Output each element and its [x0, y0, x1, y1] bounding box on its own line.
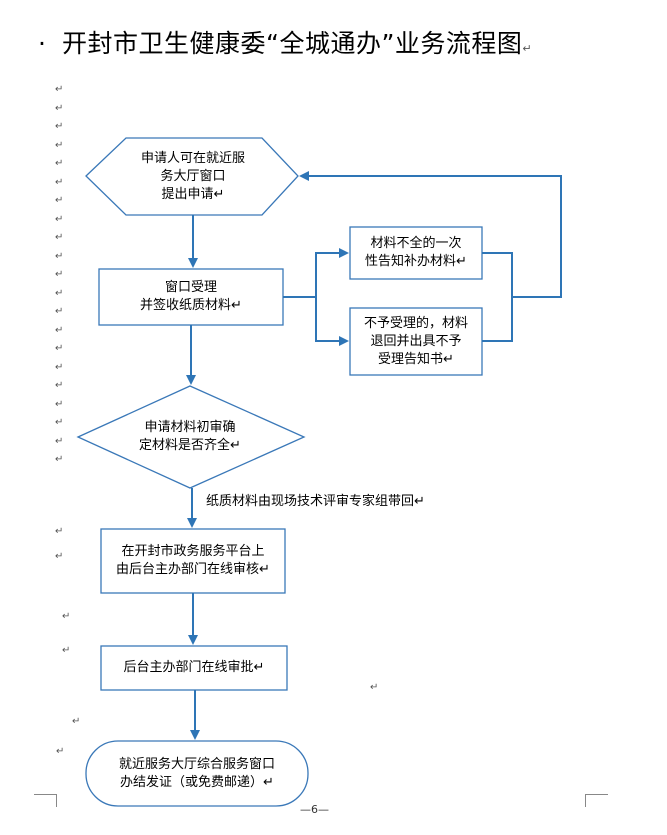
- page-title: · 开封市卫生健康委“全城通办”业务流程图↵: [38, 24, 532, 60]
- paragraph-mark: ↵: [55, 269, 64, 280]
- paragraph-mark: ↵: [55, 362, 64, 373]
- paragraph-mark: ↵: [62, 645, 71, 656]
- paragraph-mark: ↵: [55, 551, 64, 562]
- paragraph-mark: ↵: [55, 103, 64, 114]
- paper-return-note: 纸质材料由现场技术评审专家组带回↵: [206, 494, 425, 509]
- paragraph-mark: ↵: [55, 251, 64, 262]
- online-review-node-text: 在开封市政务服务平台上 由后台主办部门在线审核↵: [116, 544, 270, 577]
- paragraph-mark: ↵: [55, 214, 64, 225]
- paragraph-mark: ↵: [55, 454, 64, 465]
- paragraph-mark: ↵: [55, 436, 64, 447]
- review-diamond: [76, 385, 306, 489]
- paragraph-mark: ↵: [55, 325, 64, 336]
- loop-back-to-start: [299, 171, 562, 298]
- paragraph-mark: ↵: [55, 121, 64, 132]
- paragraph-mark: ↵: [55, 288, 64, 299]
- paragraph-mark: ↵: [55, 380, 64, 391]
- paragraph-mark: ↵: [370, 682, 379, 693]
- start-node-text: 申请人可在就近服 务大厅窗口 提出申请↵: [140, 151, 245, 202]
- review-node-text: 申请材料初审确 定材料是否齐全↵: [139, 420, 241, 453]
- paragraph-mark: ↵: [55, 417, 64, 428]
- paragraph-mark: ↵: [55, 158, 64, 169]
- page-corner-left: [34, 794, 57, 807]
- branch-to-incomplete: [283, 248, 349, 298]
- paragraph-mark: ↵: [55, 306, 64, 317]
- paragraph-mark: ↵: [62, 611, 71, 622]
- reject-box: [349, 307, 483, 376]
- paragraph-mark: ↵: [55, 177, 64, 188]
- paragraph-mark: ↵: [522, 42, 533, 55]
- paragraph-mark: ↵: [55, 526, 64, 537]
- issue-terminator: [85, 740, 309, 807]
- accept-node-text: 窗口受理 并签收纸质材料↵: [140, 280, 242, 313]
- page-number: —6—: [300, 803, 329, 816]
- paragraph-mark: ↵: [55, 399, 64, 410]
- start-hexagon: [85, 137, 299, 216]
- approve-box: [100, 645, 288, 691]
- title-bullet: ·: [38, 29, 47, 58]
- page-corner-right: [585, 794, 608, 807]
- paragraph-mark: ↵: [55, 232, 64, 243]
- paragraph-mark: ↵: [55, 140, 64, 151]
- paragraph-mark: ↵: [72, 716, 81, 727]
- online-review-box: [100, 528, 286, 594]
- paragraph-mark: ↵: [55, 195, 64, 206]
- approve-node-text: 后台主办部门在线审批↵: [123, 660, 265, 675]
- paragraph-mark: ↵: [56, 746, 65, 757]
- paragraph-mark: ↵: [55, 343, 64, 354]
- merge-right: [482, 252, 513, 342]
- branch-to-reject: [315, 297, 349, 346]
- incomplete-node-text: 材料不全的一次 性告知补办材料↵: [365, 236, 467, 269]
- title-text: 开封市卫生健康委“全城通办”业务流程图: [62, 29, 523, 58]
- issue-node-text: 就近服务大厅综合服务窗口 办结发证（或免费邮递）↵: [118, 757, 275, 790]
- reject-node-text: 不予受理的，材料 退回并出具不予 受理告知书↵: [363, 315, 468, 367]
- paragraph-mark: ↵: [55, 84, 64, 95]
